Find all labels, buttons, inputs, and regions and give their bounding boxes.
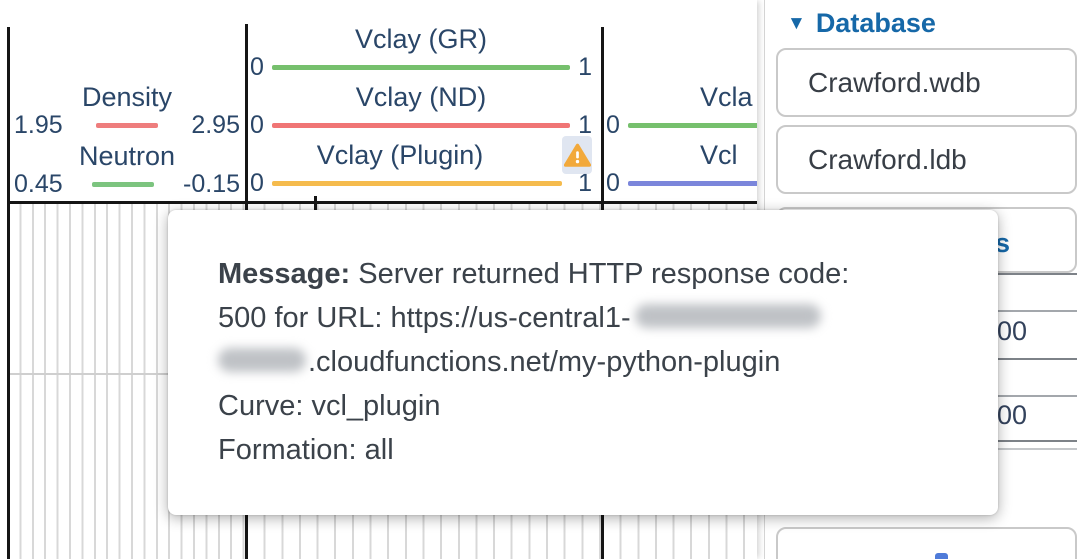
curve-max: 1 xyxy=(578,168,592,197)
tooltip-line2: 500 for URL: https://us-central1- xyxy=(218,302,631,334)
tooltip-line1: Server returned HTTP response code: xyxy=(350,258,850,290)
database-item-ldb[interactable]: Crawford.ldb xyxy=(776,125,1077,194)
curve-header-vclay-nd[interactable]: Vclay (ND) 0 1 xyxy=(248,82,594,139)
redacted-blur xyxy=(634,304,821,329)
curve-min: 0 xyxy=(250,52,264,81)
curve-label: Vclay (Plugin) xyxy=(316,140,484,170)
track1-left-border xyxy=(7,27,10,559)
curve-label: Neutron xyxy=(78,141,176,171)
warning-triangle-icon xyxy=(563,143,591,167)
curve-header-vclay-gr[interactable]: Vclay (GR) 0 1 xyxy=(248,24,594,81)
curve-min: 0 xyxy=(250,168,264,197)
curve-max: -0.15 xyxy=(183,169,240,198)
curve-min: 0 xyxy=(606,168,620,197)
curve-color-line xyxy=(627,180,757,186)
curve-max: 2.95 xyxy=(191,110,240,139)
chevron-down-icon[interactable]: ▼ xyxy=(787,13,806,34)
field-value-partial[interactable]: 00 xyxy=(997,400,1028,430)
bottom-section-icon xyxy=(935,553,948,559)
curve-max: 1 xyxy=(578,52,592,81)
curve-label: Vcl xyxy=(700,140,738,170)
curve-min: 0 xyxy=(606,110,620,139)
tooltip-message-label: Message: xyxy=(218,258,351,290)
header-bottom-border xyxy=(7,201,757,204)
field-value-partial[interactable]: 00 xyxy=(997,316,1028,346)
curve-header-track3-b[interactable]: Vcl 0 xyxy=(604,140,757,197)
curve-min: 0 xyxy=(250,110,264,139)
curve-header-neutron[interactable]: Neutron 0.45 -0.15 xyxy=(9,141,245,198)
database-heading-label: Database xyxy=(815,8,936,38)
database-section-header[interactable]: ▼ Database xyxy=(787,8,936,39)
curve-min: 0.45 xyxy=(14,169,63,198)
curve-min: 1.95 xyxy=(14,110,63,139)
curve-label: Vclay (GR) xyxy=(354,24,487,54)
redacted-blur xyxy=(218,348,306,373)
curve-max: 1 xyxy=(578,110,592,139)
curve-header-density[interactable]: Density 1.95 2.95 xyxy=(9,82,245,139)
tooltip-line3: .cloudfunctions.net/my-python-plugin xyxy=(308,346,781,378)
curve-color-line xyxy=(271,180,563,186)
plugin-warning-icon[interactable] xyxy=(562,136,592,174)
tooltip-formation-line: Formation: all xyxy=(218,434,394,466)
curve-header-track3-a[interactable]: Vcla 0 xyxy=(604,82,757,139)
sidebar-box-bottom[interactable] xyxy=(776,527,1077,559)
curve-color-line xyxy=(627,122,757,128)
curve-label: Vcla xyxy=(700,82,753,112)
curve-label: Density xyxy=(81,82,173,112)
depth-tick xyxy=(314,196,317,212)
curve-label: Vclay (ND) xyxy=(355,82,487,112)
curve-color-line xyxy=(271,122,571,128)
database-item-wdb[interactable]: Crawford.wdb xyxy=(776,48,1077,117)
tooltip-curve-line: Curve: vcl_plugin xyxy=(218,390,441,422)
plugin-error-tooltip: Message: Server returned HTTP response c… xyxy=(168,210,998,515)
curve-color-line xyxy=(91,181,154,187)
curve-color-line xyxy=(271,64,571,70)
curve-color-line xyxy=(96,122,158,128)
partial-section-heading: s xyxy=(995,228,1011,258)
curve-header-vclay-plugin[interactable]: Vclay (Plugin) 0 1 xyxy=(248,140,594,197)
